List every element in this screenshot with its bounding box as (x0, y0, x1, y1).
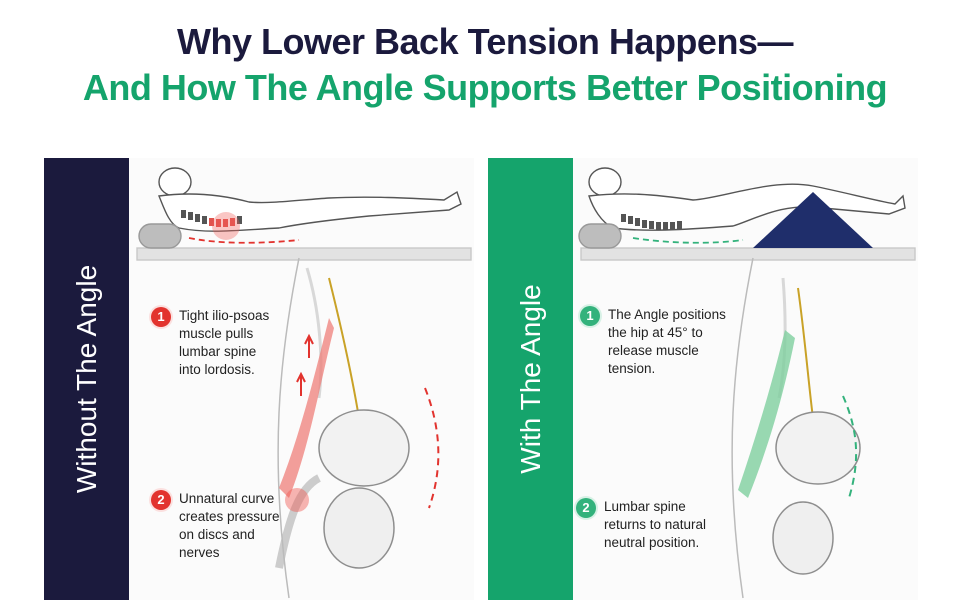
callout-line: lumbar spine (179, 344, 257, 359)
callout-line: Unnatural curve (179, 491, 275, 506)
callout-line: tension. (608, 361, 656, 376)
callout-line: returns to natural (604, 517, 707, 532)
callout-line: nerves (179, 545, 220, 560)
callout-line: neutral position. (604, 535, 700, 550)
callout-line: Lumbar spine (604, 499, 686, 514)
relaxed-psoas-muscle (738, 330, 795, 498)
callout-line: on discs and (179, 527, 255, 542)
lying-figure-wedge (578, 167, 916, 261)
without-angle-panel: Without The Angle (44, 158, 474, 600)
callout-text: Tight ilio-psoas muscle pulls lumbar spi… (179, 307, 309, 379)
callout-line: The Angle positions (608, 307, 726, 322)
with-angle-band: With The Angle (488, 158, 573, 600)
callout-line: release muscle (608, 343, 699, 358)
spine-neutral (621, 214, 682, 230)
callout-number: 1 (580, 306, 600, 326)
with-angle-label: With The Angle (514, 284, 546, 474)
callout-line: into lordosis. (179, 362, 255, 377)
without-angle-illustration (129, 158, 474, 600)
with-angle-panel: With The Angle (488, 158, 918, 600)
with-angle-illustration (573, 158, 918, 600)
headline-line-2: And How The Angle Supports Better Positi… (82, 67, 888, 108)
pelvis-anatomy (275, 257, 410, 599)
headline-line-1: Why Lower Back Tension Happens— (177, 21, 793, 62)
lying-figure-flat (136, 167, 472, 261)
headline: Why Lower Back Tension Happens— And How … (0, 22, 970, 108)
without-angle-band: Without The Angle (44, 158, 129, 600)
callout-line: muscle pulls (179, 326, 254, 341)
psoas-muscle (279, 318, 334, 498)
without-angle-label: Without The Angle (70, 264, 102, 494)
callout-line: Tight ilio-psoas (179, 308, 270, 323)
callout-text: Lumbar spine returns to natural neutral … (604, 498, 734, 552)
callout-number: 2 (151, 490, 171, 510)
pressure-point (285, 488, 309, 512)
angle-wedge (753, 192, 873, 248)
with-angle-drawing (578, 167, 916, 599)
callout-line: the hip at 45° to (608, 325, 703, 340)
without-angle-drawing (136, 167, 472, 599)
callout-number: 2 (576, 498, 596, 518)
callout-text: The Angle positions the hip at 45° to re… (608, 306, 748, 378)
callout-line: creates pressure (179, 509, 280, 524)
pelvis-anatomy-neutral (731, 257, 861, 599)
callout-number: 1 (151, 307, 171, 327)
spine-curved (181, 210, 242, 227)
callout-text: Unnatural curve creates pressure on disc… (179, 490, 309, 562)
